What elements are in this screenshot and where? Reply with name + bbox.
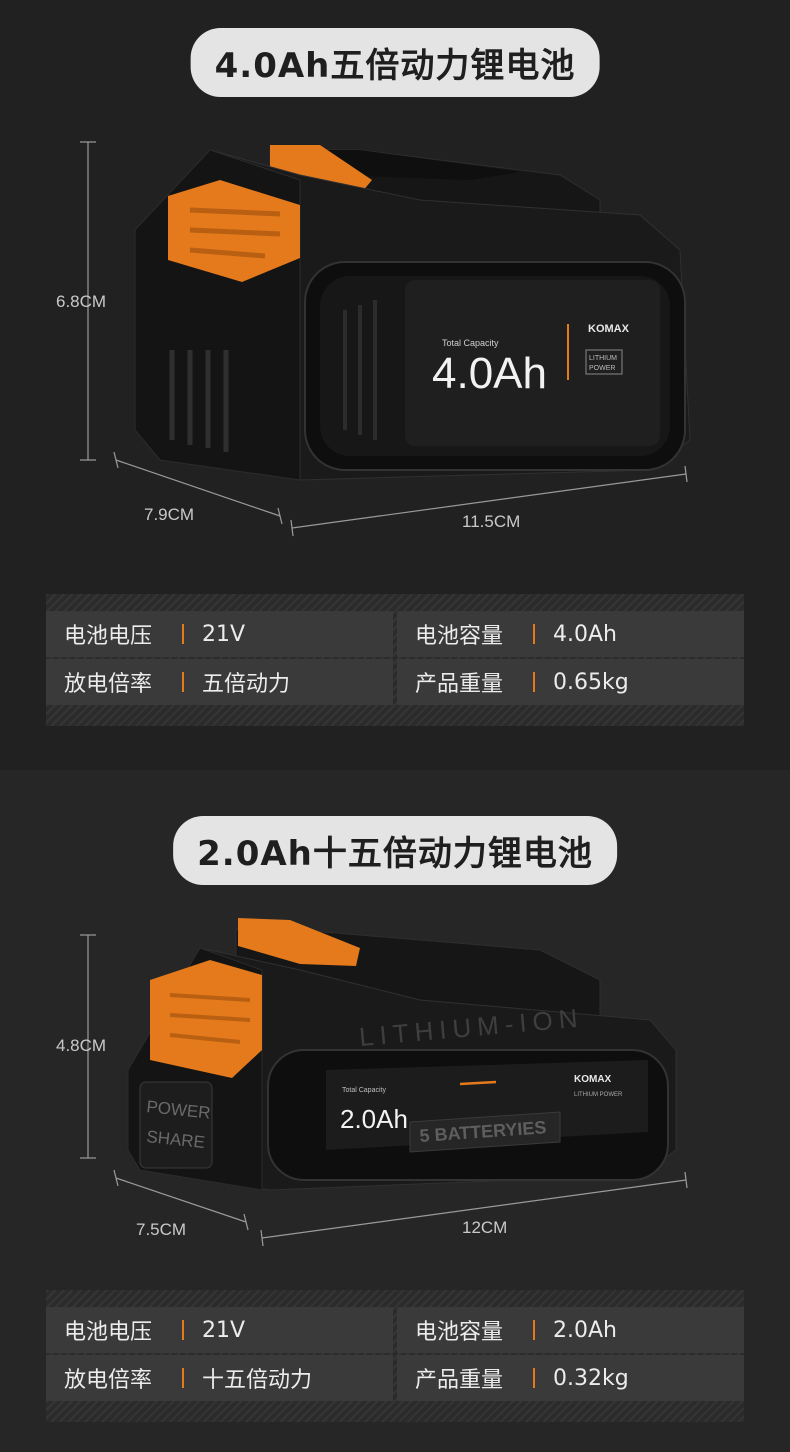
- dimension-height: 6.8CM: [56, 292, 107, 311]
- dimension-depth: 7.5CM: [136, 1220, 187, 1239]
- product-section-4ah: 4.0Ah五倍动力锂电池: [46, 28, 744, 726]
- dimension-length: 11.5CM: [462, 512, 521, 531]
- brand-logo: KOMAX: [574, 1074, 612, 1085]
- label-capacity: 2.0Ah: [340, 1104, 408, 1134]
- label-total-capacity: Total Capacity: [442, 338, 499, 348]
- spec-cell: 放电倍率十五倍动力: [46, 1355, 393, 1401]
- spec-cell: 放电倍率五倍动力: [46, 659, 393, 705]
- dimension-depth: 7.9CM: [144, 505, 195, 524]
- battery-4ah-image: Total Capacity 4.0Ah KOMAX LITHIUM POWER: [80, 141, 691, 537]
- product-section-2ah: 2.0Ah十五倍动力锂电池 POWER SHARE: [0, 770, 790, 1452]
- label-capacity: 4.0Ah: [432, 349, 547, 398]
- dimension-height: 4.8CM: [56, 1036, 107, 1055]
- brand-sub-2: POWER: [589, 365, 615, 372]
- product-title: 4.0Ah五倍动力锂电池: [190, 28, 600, 97]
- brand-logo: KOMAX: [588, 323, 630, 335]
- brand-sub-1: LITHIUM: [589, 355, 617, 362]
- dimension-length: 12CM: [462, 1218, 508, 1237]
- product-title: 2.0Ah十五倍动力锂电池: [173, 816, 617, 885]
- battery-2ah-image: POWER SHARE LITHIUM-ION Total Capacity 2…: [80, 918, 688, 1247]
- label-total-capacity: Total Capacity: [342, 1087, 386, 1094]
- brand-sub: LITHIUM POWER: [574, 1092, 623, 1098]
